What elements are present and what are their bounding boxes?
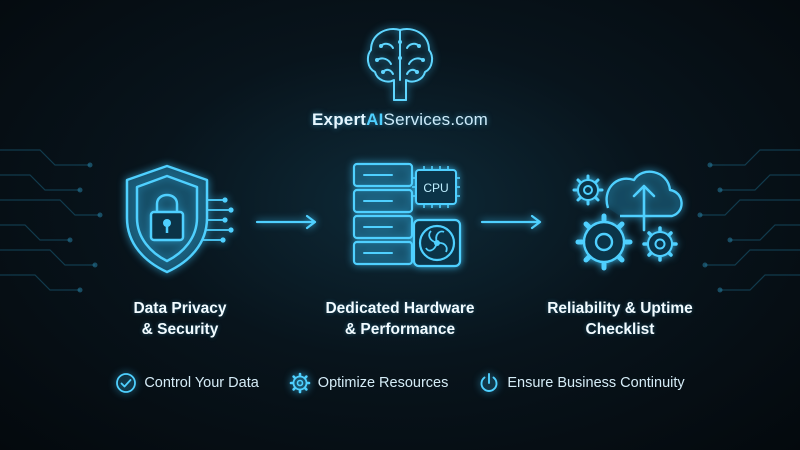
arrow-right-icon xyxy=(255,214,317,230)
brand-name-part1: Expert xyxy=(312,110,367,129)
benefit-label: Ensure Business Continuity xyxy=(507,375,685,391)
feature-label: Reliability & Uptime Checklist xyxy=(520,298,720,340)
feature-label-line2: & Performance xyxy=(344,321,456,338)
cpu-chip-label: CPU xyxy=(423,181,448,195)
feature-label: Dedicated Hardware & Performance xyxy=(300,298,500,340)
brand-header: ExpertAIServices.com xyxy=(0,22,800,130)
feature-label-line1: Dedicated Hardware xyxy=(325,300,475,317)
brain-circuit-icon xyxy=(366,28,434,101)
brand-name-part2: AI xyxy=(366,110,384,129)
feature-label: Data Privacy & Security xyxy=(80,298,280,340)
feature-label-line2: Checklist xyxy=(585,321,655,338)
brand-name-part3: Services.com xyxy=(383,110,488,129)
shield-lock-icon xyxy=(125,164,234,274)
feature-dedicated-hardware: CPU Dedicated Hardware & Performance xyxy=(300,160,500,340)
cloud-gears-icon xyxy=(572,170,683,271)
arrow-right-icon xyxy=(480,214,542,230)
server-cpu-icon: CPU xyxy=(352,162,462,268)
power-icon xyxy=(480,373,498,392)
feature-reliability-uptime: Reliability & Uptime Checklist xyxy=(520,160,720,340)
benefit-optimize-resources: Optimize Resources xyxy=(289,372,449,394)
benefit-business-continuity: Ensure Business Continuity xyxy=(478,372,685,394)
feature-data-privacy: Data Privacy & Security xyxy=(80,160,280,340)
benefits-footer: Control Your Data Optimize Resources Ens… xyxy=(0,372,800,394)
gear-icon xyxy=(289,372,311,394)
brand-name: ExpertAIServices.com xyxy=(0,110,800,130)
check-circle-icon xyxy=(116,373,137,393)
feature-label-line2: & Security xyxy=(141,321,219,338)
benefit-label: Optimize Resources xyxy=(317,375,449,391)
feature-label-line1: Data Privacy xyxy=(133,300,227,317)
benefit-control-data: Control Your Data xyxy=(115,372,259,394)
benefit-label: Control Your Data xyxy=(144,375,259,391)
feature-label-line1: Reliability & Uptime xyxy=(547,300,693,317)
